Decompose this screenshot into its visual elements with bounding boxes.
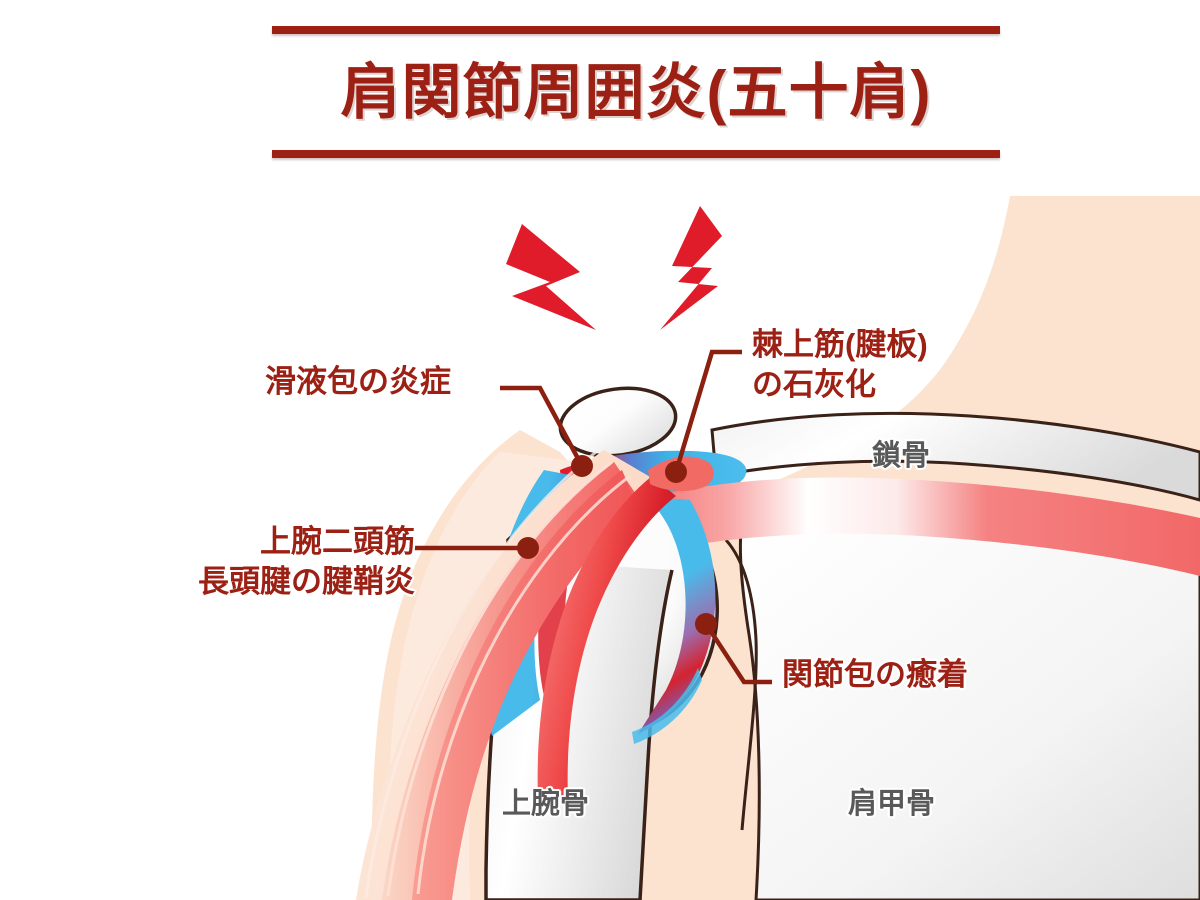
leader-line-bursitis (500, 385, 593, 477)
leader-dot-bursitis (571, 455, 593, 477)
title-block: 肩関節周囲炎(五十肩) (272, 26, 1000, 158)
callout-biceps-tenosynovitis: 上腕二頭筋 長頭腱の腱鞘炎 (198, 522, 415, 601)
leader-line-supraspinatus (665, 349, 742, 483)
leader-line-capsule (695, 613, 772, 685)
pain-symbol-left (506, 224, 596, 330)
scapula-bone (724, 501, 1200, 900)
leader-dot-supraspinatus (665, 461, 687, 483)
bone-label-scapula: 肩甲骨 (848, 788, 936, 820)
callout-biceps-line-1: 上腕二頭筋 (260, 524, 415, 559)
callout-capsule-line-1: 関節包の癒着 (782, 657, 968, 692)
leader-dot-capsule (695, 613, 717, 635)
joint-capsule (632, 496, 716, 744)
callout-supraspinatus-line-2: の石灰化 (752, 366, 876, 402)
title-rule-bottom (272, 150, 1000, 158)
pain-symbol-right (660, 206, 722, 330)
callout-supraspinatus-line-1: 棘上筋(腱板) (752, 327, 928, 362)
callout-biceps-line-2: 長頭腱の腱鞘炎 (198, 563, 415, 599)
title-rule-top (272, 26, 1000, 34)
supraspinatus-tendon (640, 477, 1200, 576)
callout-capsule-adhesion: 関節包の癒着 (782, 655, 968, 695)
callout-supraspinatus: 棘上筋(腱板) の石灰化 (752, 325, 928, 404)
leader-dot-biceps (517, 537, 539, 559)
bone-label-humerus: 上腕骨 (502, 788, 590, 820)
clavicle-bone (710, 411, 1200, 502)
callout-bursitis-line-1: 滑液包の炎症 (265, 364, 451, 399)
callout-bursitis: 滑液包の炎症 (265, 362, 451, 402)
page-title: 肩関節周囲炎(五十肩) (340, 59, 932, 126)
biceps-muscle (356, 450, 714, 900)
leader-line-biceps (398, 537, 539, 559)
bone-label-clavicle: 鎖骨 (872, 440, 931, 472)
